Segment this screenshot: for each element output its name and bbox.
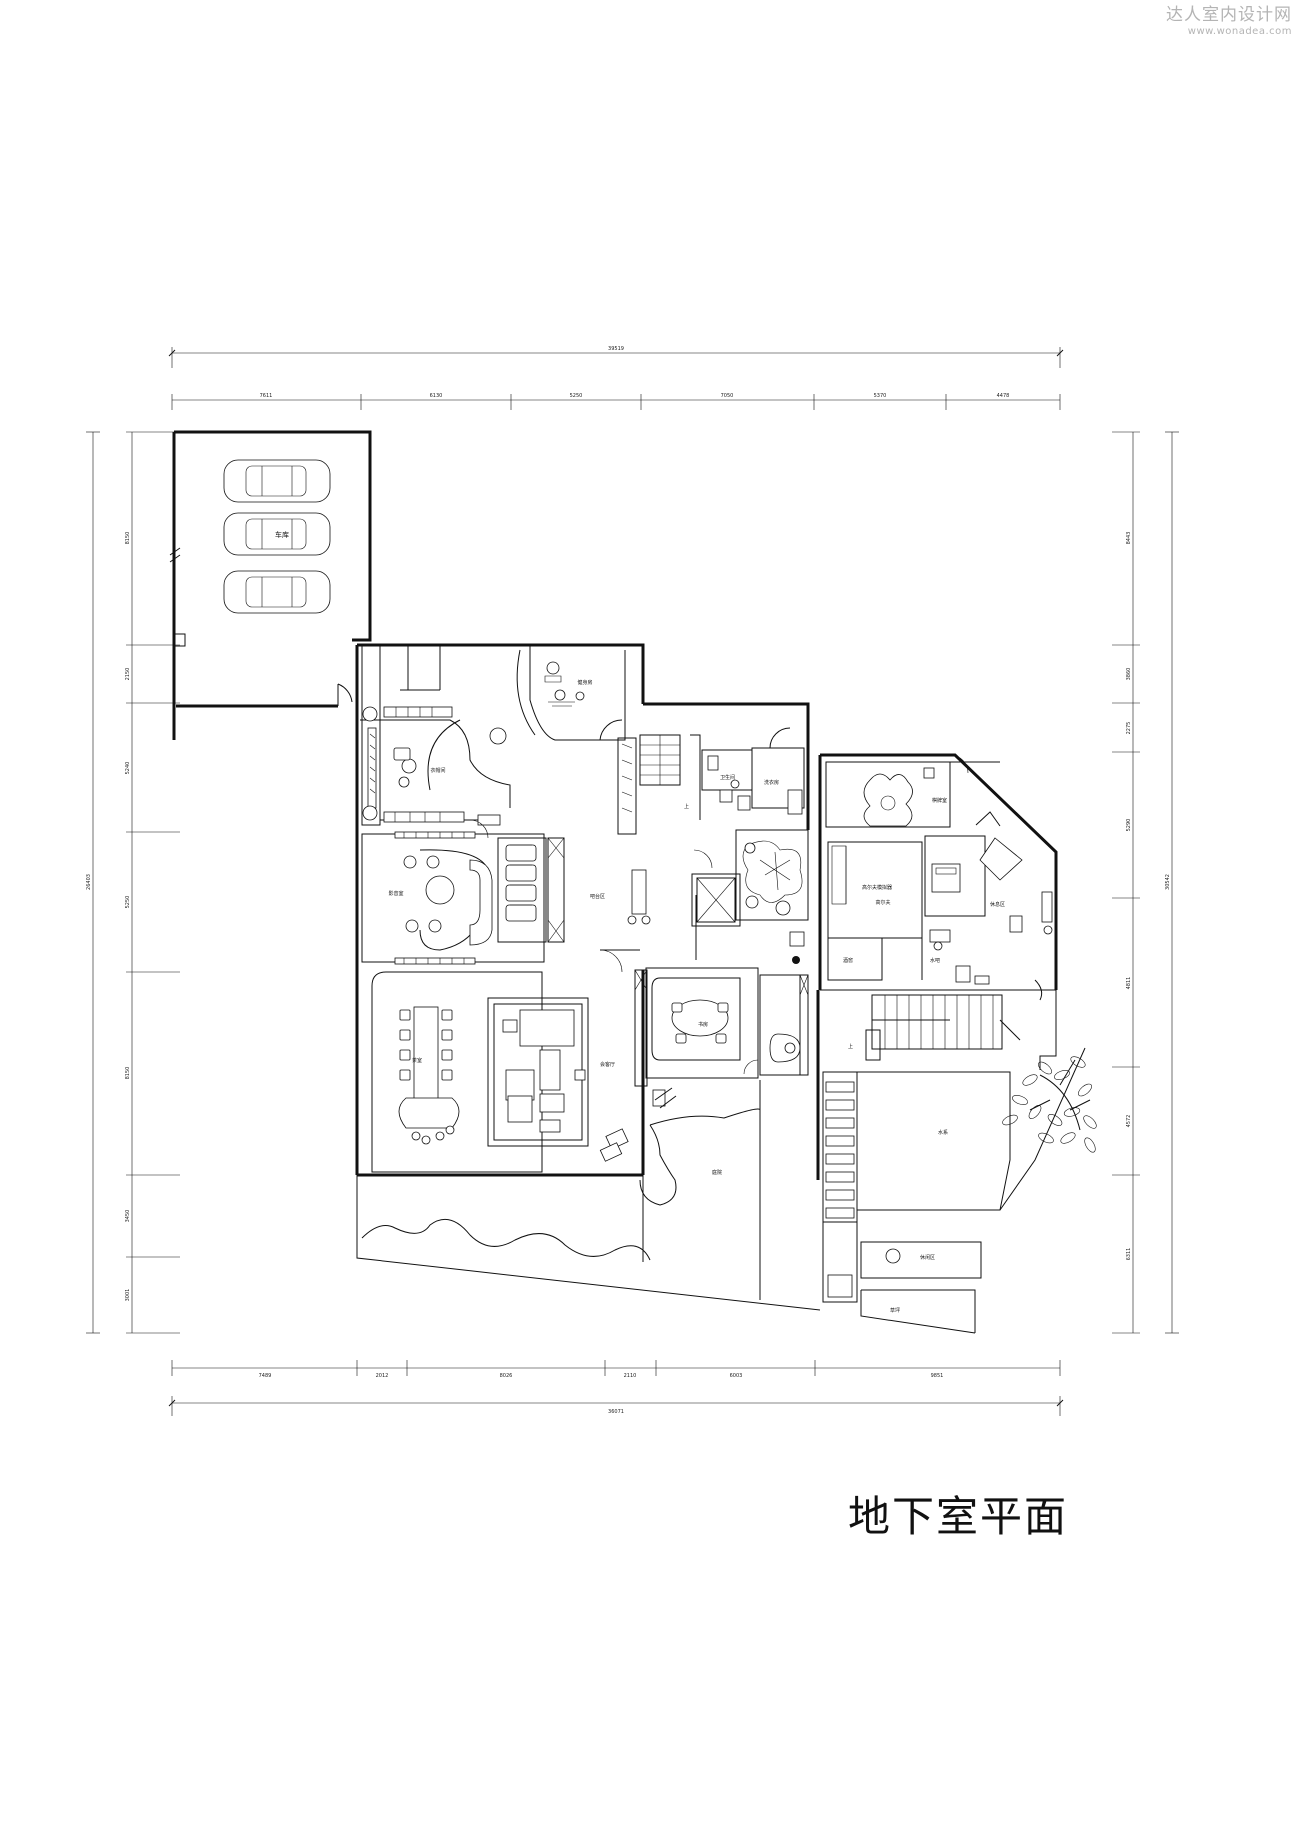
garden-strip — [356, 1175, 821, 1311]
theater-area: 影音室 — [361, 831, 565, 965]
label-lawn: 草坪 — [890, 1307, 900, 1314]
dim-right-seg-5: 4811 — [1126, 977, 1132, 990]
dim-top-seg-4: 7050 — [721, 393, 734, 399]
courtyard-area: 庭院 — [639, 1080, 761, 1300]
label-up-2: 上 — [848, 1043, 853, 1050]
water-feature-area: 水系 — [816, 990, 1086, 1223]
dimension-right: 30542 8443 3860 2275 5290 4811 4572 6311 — [1112, 431, 1179, 1334]
watermark: 达人室内设计网 www.wonadea.com — [1166, 5, 1292, 37]
dim-left-seg-5: 8150 — [125, 1067, 131, 1080]
label-gym: 健身房 — [577, 679, 592, 686]
bathroom-laundry-area: 卫生间 洗衣房 — [701, 727, 805, 815]
garage-area: 车库 — [169, 430, 372, 740]
dim-right-seg-1: 8443 — [1126, 532, 1132, 545]
dimension-left: 26403 8150 2150 5240 5250 8150 3450 3001 — [86, 431, 180, 1334]
dim-top-seg-1: 7611 — [260, 393, 273, 399]
dim-left-seg-3: 5240 — [125, 762, 131, 775]
planter-area — [735, 829, 809, 921]
elevator — [691, 873, 741, 927]
car-1 — [223, 459, 331, 503]
label-bar: 吧台区 — [590, 893, 605, 900]
dim-top-seg-3: 5250 — [570, 393, 583, 399]
stair-core: 上 — [617, 734, 701, 835]
dim-right-seg-7: 6311 — [1126, 1248, 1132, 1261]
tree — [1002, 1056, 1097, 1153]
dim-top-total: 39519 — [608, 346, 624, 352]
dim-right-total: 30542 — [1165, 874, 1171, 890]
dim-left-seg-4: 5250 — [125, 896, 131, 909]
dim-right-seg-4: 5290 — [1126, 819, 1132, 832]
lounge-area: 高尔夫模拟器 休息区 — [924, 835, 1053, 1001]
dim-left-total: 26403 — [86, 874, 92, 890]
car-3 — [223, 570, 331, 614]
label-garage: 车库 — [275, 530, 289, 539]
label-study: 书房 — [698, 1021, 708, 1028]
dimension-top-segments: 7611 6130 5250 7050 5370 4478 — [171, 393, 1061, 410]
label-chess-room: 棋牌室 — [932, 797, 947, 804]
label-leisure: 休闲区 — [920, 1254, 935, 1261]
dim-top-seg-5: 5370 — [874, 393, 887, 399]
cloakroom-area: 衣帽间 — [360, 644, 511, 826]
garden-stairs: 上 — [820, 989, 1057, 1070]
label-lounge: 休息区 — [990, 901, 1005, 908]
label-golf-machine: 高尔夫模拟器 — [862, 884, 892, 891]
living-area: 会客厅 — [487, 969, 648, 1162]
building-outline — [355, 643, 1058, 1177]
label-water-feature: 水系 — [938, 1129, 948, 1136]
drawing-title: 地下室平面 — [848, 1492, 1069, 1541]
dim-left-seg-7: 3001 — [125, 1289, 131, 1302]
dim-top-seg-2: 6130 — [430, 393, 443, 399]
label-theater: 影音室 — [388, 890, 403, 897]
dim-left-seg-6: 3450 — [125, 1210, 131, 1223]
label-cloakroom: 衣帽间 — [430, 767, 445, 774]
dimension-bottom-segments: 7489 2012 8026 2110 6003 9851 — [171, 1360, 1061, 1379]
car-2 — [223, 512, 331, 556]
dim-left-seg-2: 2150 — [125, 668, 131, 681]
gym-area: 健身房 — [489, 645, 626, 745]
dim-left-seg-1: 8150 — [125, 532, 131, 545]
dim-bottom-seg-4: 2110 — [624, 1373, 637, 1379]
dimension-bottom-total: 36071 — [168, 1396, 1064, 1416]
watermark-name: 达人室内设计网 — [1166, 5, 1292, 25]
label-golf: 高尔夫 — [875, 899, 890, 906]
dim-right-seg-6: 4572 — [1126, 1115, 1132, 1128]
dim-bottom-seg-6: 9851 — [931, 1373, 944, 1379]
label-tea-room: 茶室 — [412, 1057, 422, 1064]
golf-area: 高尔夫模拟器 高尔夫模拟器 高尔夫 酒窖 水吧 — [827, 841, 990, 985]
dim-bottom-seg-5: 6003 — [730, 1373, 743, 1379]
label-wine-cellar: 酒窖 — [843, 957, 853, 964]
dim-top-seg-6: 4478 — [997, 393, 1010, 399]
dim-bottom-seg-1: 7489 — [259, 1373, 272, 1379]
label-living: 会客厅 — [600, 1061, 615, 1068]
dim-bottom-total: 36071 — [608, 1409, 624, 1415]
leisure-lawn-area: 休闲区 草坪 — [822, 1221, 982, 1334]
bar-area: 吧台区 — [590, 869, 651, 951]
dim-bottom-seg-3: 8026 — [500, 1373, 513, 1379]
chess-room-area: 棋牌室 — [825, 761, 1001, 828]
dim-right-seg-3: 2275 — [1126, 722, 1132, 735]
label-water-bar: 水吧 — [930, 957, 940, 964]
label-courtyard: 庭院 — [712, 1169, 722, 1176]
label-laundry: 洗衣房 — [764, 779, 779, 786]
study-area: 书房 — [645, 895, 809, 1109]
label-bathroom: 卫生间 — [720, 774, 735, 781]
dim-right-seg-2: 3860 — [1126, 668, 1132, 681]
dim-bottom-seg-2: 2012 — [376, 1373, 389, 1379]
watermark-url: www.wonadea.com — [1187, 25, 1292, 37]
door-swings — [469, 754, 969, 1075]
label-up-1: 上 — [684, 803, 689, 810]
dimension-top-total: 39519 — [168, 346, 1064, 368]
